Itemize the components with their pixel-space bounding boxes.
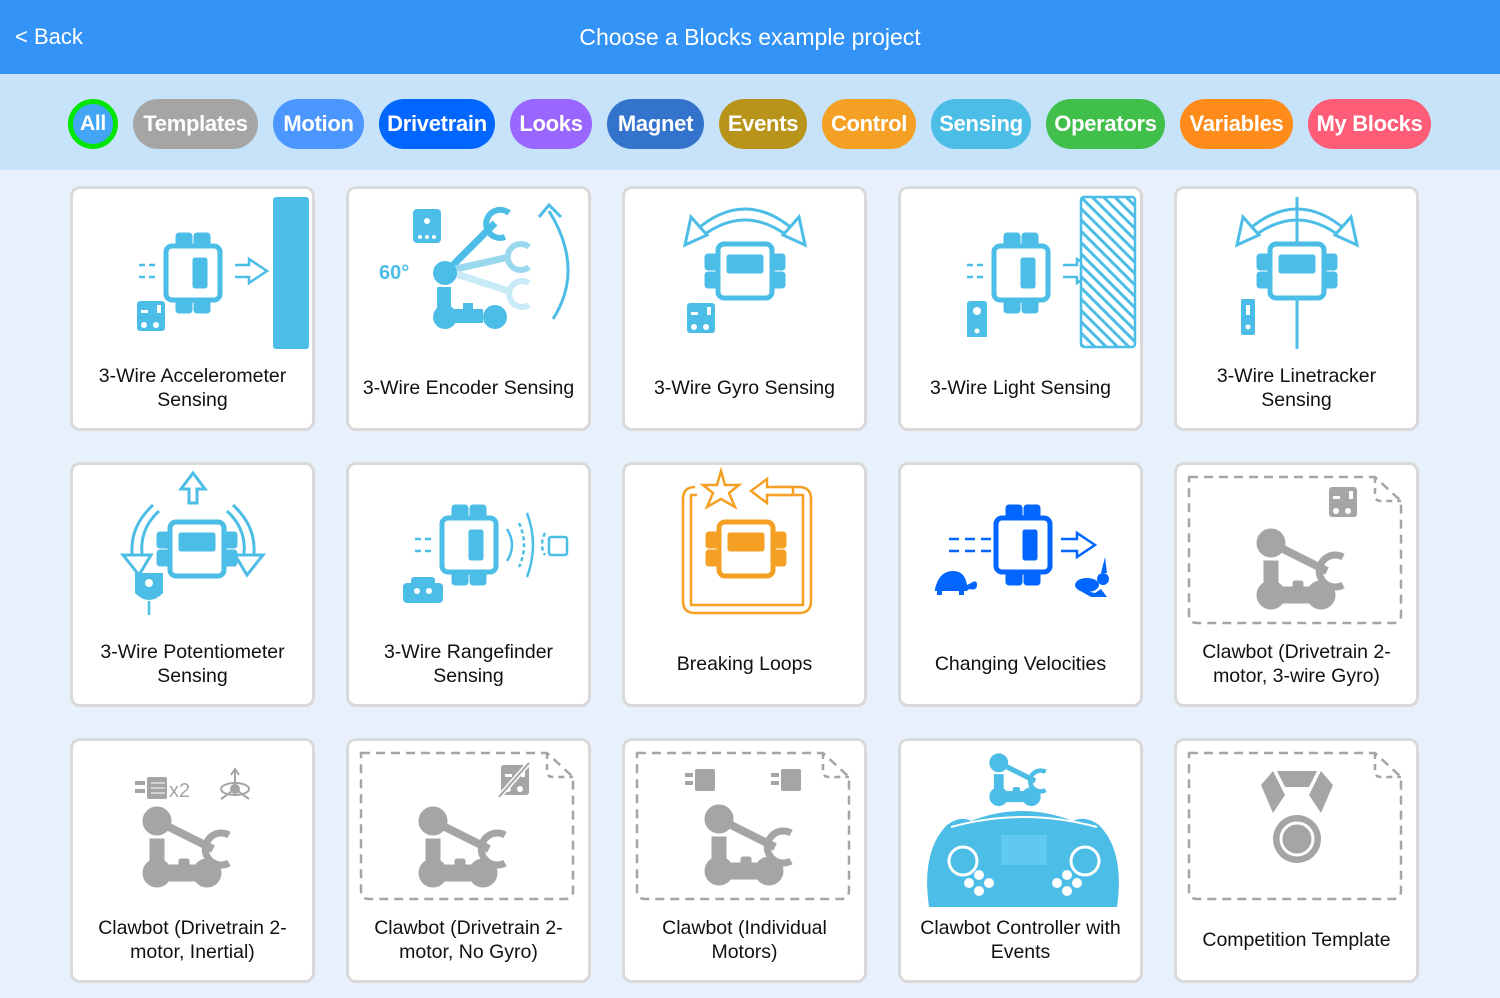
project-title: Competition Template xyxy=(1202,929,1391,951)
project-card-breaking-loops[interactable]: Breaking Loops xyxy=(622,462,867,707)
project-title: Clawbot (Drivetrain 2-motor, No Gyro) xyxy=(374,917,563,963)
filter-chip-magnet[interactable]: Magnet xyxy=(607,99,704,149)
filter-chip-operators[interactable]: Operators xyxy=(1046,99,1165,149)
project-card-competition-template[interactable]: Competition Template xyxy=(1174,738,1419,983)
loop-star-robot-icon xyxy=(681,466,813,615)
svg-text:60°: 60° xyxy=(379,262,409,284)
filter-chip-variables[interactable]: Variables xyxy=(1180,99,1293,149)
accelerometer-robot-icon xyxy=(137,197,309,349)
top-bar: < Back Choose a Blocks example project xyxy=(0,0,1500,74)
project-card-linetracker[interactable]: 3-Wire Linetracker Sensing xyxy=(1174,186,1419,431)
project-title: 3-Wire Rangefinder Sensing xyxy=(383,641,554,687)
project-title: Changing Velocities xyxy=(934,653,1107,675)
svg-text:x2: x2 xyxy=(169,780,190,802)
filter-chip-templates[interactable]: Templates xyxy=(133,99,258,149)
filter-chip-sensing[interactable]: Sensing xyxy=(931,99,1031,149)
filter-chip-control[interactable]: Control xyxy=(822,99,916,149)
project-title: 3-Wire Gyro Sensing xyxy=(654,377,835,399)
clawbot-inertial-icon: x2 xyxy=(135,767,250,911)
project-card-clawbot-controller[interactable]: Clawbot Controller with Events xyxy=(898,738,1143,983)
filter-chip-my-blocks[interactable]: My Blocks xyxy=(1308,99,1431,149)
filter-chip-all[interactable]: All xyxy=(68,99,118,149)
filter-chip-drivetrain[interactable]: Drivetrain xyxy=(379,99,495,149)
project-card-rangefinder[interactable]: 3-Wire Rangefinder Sensing xyxy=(346,462,591,707)
filter-chip-motion[interactable]: Motion xyxy=(273,99,364,149)
project-title: 3-Wire Potentiometer Sensing xyxy=(100,641,285,687)
project-title: 3-Wire Light Sensing xyxy=(929,377,1111,399)
project-title: Breaking Loops xyxy=(676,653,813,675)
back-button[interactable]: < Back xyxy=(15,24,83,49)
project-title: Clawbot (Drivetrain 2-motor, Inertial) xyxy=(98,917,287,963)
project-card-accelerometer[interactable]: 3-Wire Accelerometer Sensing xyxy=(70,186,315,431)
category-filter-bar: All Templates Motion Drivetrain Looks Ma… xyxy=(0,74,1500,170)
clawbot-controller-icon xyxy=(927,741,1119,907)
clawbot-template-no-gyro-icon xyxy=(359,751,575,901)
project-card-clawbot-no-gyro[interactable]: Clawbot (Drivetrain 2-motor, No Gyro) xyxy=(346,738,591,983)
rangefinder-robot-icon xyxy=(403,465,569,603)
project-card-changing-velocities[interactable]: Changing Velocities xyxy=(898,462,1143,707)
clawbot-template-gyro-icon xyxy=(1187,475,1403,625)
project-title: 3-Wire Encoder Sensing xyxy=(362,377,575,399)
clawbot-template-motors-icon xyxy=(635,751,851,901)
filter-chip-looks[interactable]: Looks xyxy=(510,99,592,149)
project-title: Clawbot Controller with Events xyxy=(920,917,1121,963)
encoder-arm-60deg-icon: 60° xyxy=(379,202,570,329)
motor-icon xyxy=(135,777,167,799)
project-title: Clawbot (Drivetrain 2-motor, 3-wire Gyro… xyxy=(1202,641,1391,687)
filter-chip-events[interactable]: Events xyxy=(719,99,807,149)
competition-medal-icon xyxy=(1187,751,1403,901)
project-title: Clawbot (Individual Motors) xyxy=(662,917,827,963)
project-title: 3-Wire Linetracker Sensing xyxy=(1216,365,1377,411)
project-card-encoder[interactable]: 60° 3-Wire Encoder Sensing xyxy=(346,186,591,431)
project-card-clawbot-inertial[interactable]: x2 Clawbot (Drivetrain 2-motor, Inertial… xyxy=(70,738,315,983)
project-card-gyro[interactable]: 3-Wire Gyro Sensing xyxy=(622,186,867,431)
page-title: Choose a Blocks example project xyxy=(579,24,921,50)
project-card-clawbot-gyro[interactable]: Clawbot (Drivetrain 2-motor, 3-wire Gyro… xyxy=(1174,462,1419,707)
light-sensor-robot-icon xyxy=(967,195,1137,349)
inertial-sensor-icon xyxy=(220,767,250,800)
velocity-turtle-rabbit-icon xyxy=(935,465,1109,597)
potentiometer-robot-icon xyxy=(119,470,267,615)
project-title: 3-Wire Accelerometer Sensing xyxy=(98,365,287,411)
gyro-rotate-robot-icon xyxy=(682,207,808,333)
project-card-potentiometer[interactable]: 3-Wire Potentiometer Sensing xyxy=(70,462,315,707)
linetracker-robot-icon xyxy=(1234,197,1360,349)
project-card-light[interactable]: 3-Wire Light Sensing xyxy=(898,186,1143,431)
project-card-clawbot-individual-motors[interactable]: Clawbot (Individual Motors) xyxy=(622,738,867,983)
